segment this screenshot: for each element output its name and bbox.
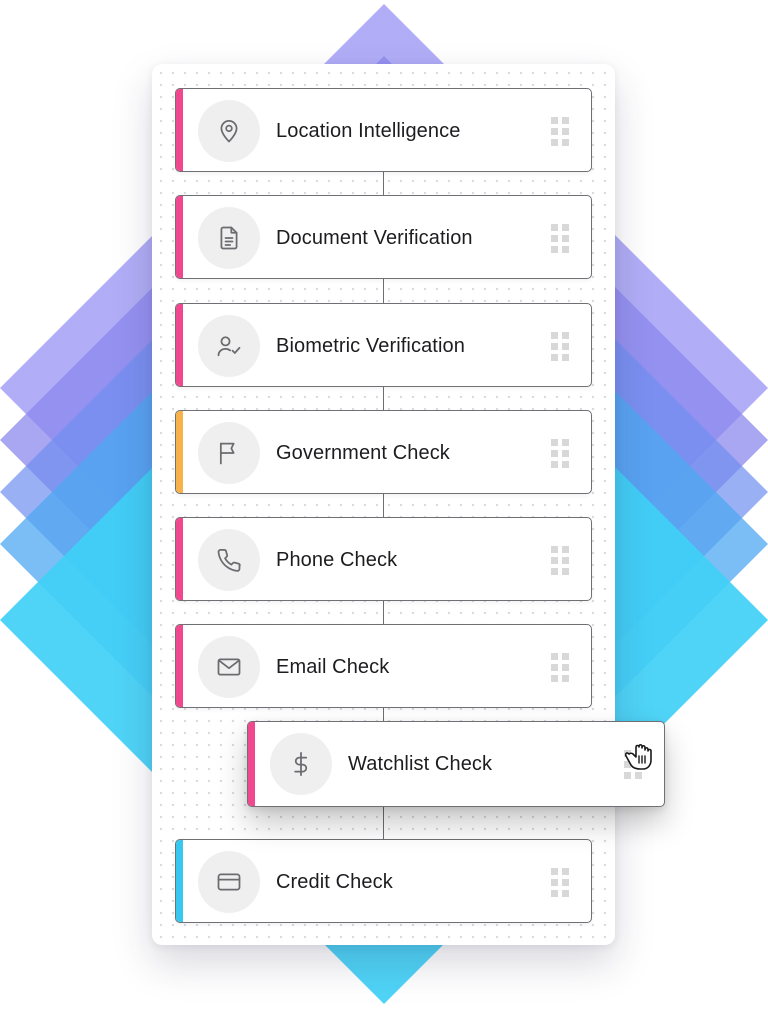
step-card-document-verification[interactable]: Document Verification bbox=[175, 195, 592, 279]
step-card-credit-check[interactable]: Credit Check bbox=[175, 839, 592, 923]
step-connector-line bbox=[383, 172, 384, 840]
step-accent-bar bbox=[248, 722, 255, 806]
step-label: Watchlist Check bbox=[348, 753, 493, 775]
drag-handle-icon[interactable] bbox=[551, 332, 569, 362]
user-check-icon bbox=[217, 336, 241, 357]
step-label: Email Check bbox=[276, 656, 390, 678]
document-icon bbox=[220, 226, 238, 250]
step-label: Phone Check bbox=[276, 549, 398, 571]
step-card-government-check[interactable]: Government Check bbox=[175, 410, 592, 494]
grab-hand-icon bbox=[624, 743, 652, 770]
step-icon-badge bbox=[270, 733, 332, 795]
step-icon-badge bbox=[198, 529, 260, 591]
step-icon-badge bbox=[198, 207, 260, 269]
envelope-icon bbox=[217, 658, 241, 676]
drag-handle-icon[interactable] bbox=[551, 653, 569, 683]
step-card-location-intelligence[interactable]: Location Intelligence bbox=[175, 88, 592, 172]
step-card-biometric-verification[interactable]: Biometric Verification bbox=[175, 303, 592, 387]
step-accent-bar bbox=[176, 89, 183, 171]
step-label: Government Check bbox=[276, 442, 450, 464]
phone-icon bbox=[217, 548, 241, 572]
step-icon-badge bbox=[198, 851, 260, 913]
step-label: Biometric Verification bbox=[276, 335, 465, 357]
step-card-phone-check[interactable]: Phone Check bbox=[175, 517, 592, 601]
step-card-email-check[interactable]: Email Check bbox=[175, 624, 592, 708]
step-accent-bar bbox=[176, 196, 183, 278]
step-icon-badge bbox=[198, 315, 260, 377]
step-label: Location Intelligence bbox=[276, 120, 461, 142]
drag-handle-icon[interactable] bbox=[551, 224, 569, 254]
credit-card-icon bbox=[217, 873, 241, 891]
step-label: Credit Check bbox=[276, 871, 393, 893]
step-icon-badge bbox=[198, 100, 260, 162]
dollar-icon bbox=[294, 752, 308, 776]
flag-icon bbox=[219, 442, 235, 465]
location-pin-icon bbox=[220, 120, 238, 143]
drag-handle-icon[interactable] bbox=[551, 117, 569, 147]
drag-handle-icon[interactable] bbox=[551, 546, 569, 576]
step-icon-badge bbox=[198, 636, 260, 698]
drag-handle-icon[interactable] bbox=[551, 868, 569, 898]
step-accent-bar bbox=[176, 518, 183, 600]
step-card-watchlist-check[interactable]: Watchlist Check bbox=[247, 721, 665, 807]
step-accent-bar bbox=[176, 304, 183, 386]
step-accent-bar bbox=[176, 840, 183, 922]
step-label: Document Verification bbox=[276, 227, 473, 249]
drag-handle-icon[interactable] bbox=[551, 439, 569, 469]
step-accent-bar bbox=[176, 411, 183, 493]
step-accent-bar bbox=[176, 625, 183, 707]
step-icon-badge bbox=[198, 422, 260, 484]
